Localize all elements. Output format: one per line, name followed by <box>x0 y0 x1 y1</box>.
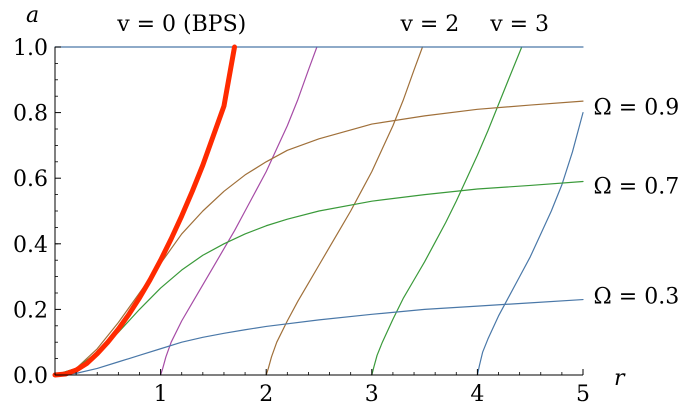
annotation-label: v = 2 <box>399 12 459 37</box>
annotation-label: Ω = 0.7 <box>594 174 680 199</box>
annotations: v = 0 (BPS) v = 2 v = 3 Ω = 0.9 Ω = 0.7 Ω = 0… <box>116 12 679 309</box>
y-tick-label: 0.4 <box>13 233 48 258</box>
series-line-7 <box>54 298 584 376</box>
y-tick-label: 0.2 <box>13 298 48 323</box>
x-tick-label: 5 <box>576 382 590 403</box>
annotation-label: v = 3 <box>489 12 549 37</box>
series-line-0 <box>52 44 238 378</box>
x-tick-label: 4 <box>470 382 484 403</box>
series-line-4 <box>476 111 584 376</box>
x-tick-label: 1 <box>154 382 168 403</box>
y-tick-label: 0.8 <box>13 102 48 127</box>
series-line-2 <box>265 46 424 376</box>
series-line-5 <box>54 100 584 376</box>
ticks: 1 2 3 4 5 0.0 0.2 0.4 0.6 0.8 1.0 <box>13 36 590 403</box>
y-tick-label: 0.6 <box>13 167 48 192</box>
annotation-label: Ω = 0.3 <box>594 284 680 309</box>
series-line-3 <box>371 46 523 376</box>
annotation-label: Ω = 0.9 <box>594 96 680 121</box>
x-tick-label: 2 <box>259 382 273 403</box>
x-tick-label: 3 <box>365 382 379 403</box>
annotation-label: v = 0 (BPS) <box>116 12 246 37</box>
y-axis-label: a <box>26 3 39 28</box>
series-line-6 <box>54 180 584 376</box>
y-tick-label: 1.0 <box>13 36 48 61</box>
series-layer <box>52 44 584 378</box>
x-axis-label: r <box>614 366 626 391</box>
y-tick-label: 0.0 <box>13 364 48 389</box>
series-line-1 <box>160 46 318 376</box>
